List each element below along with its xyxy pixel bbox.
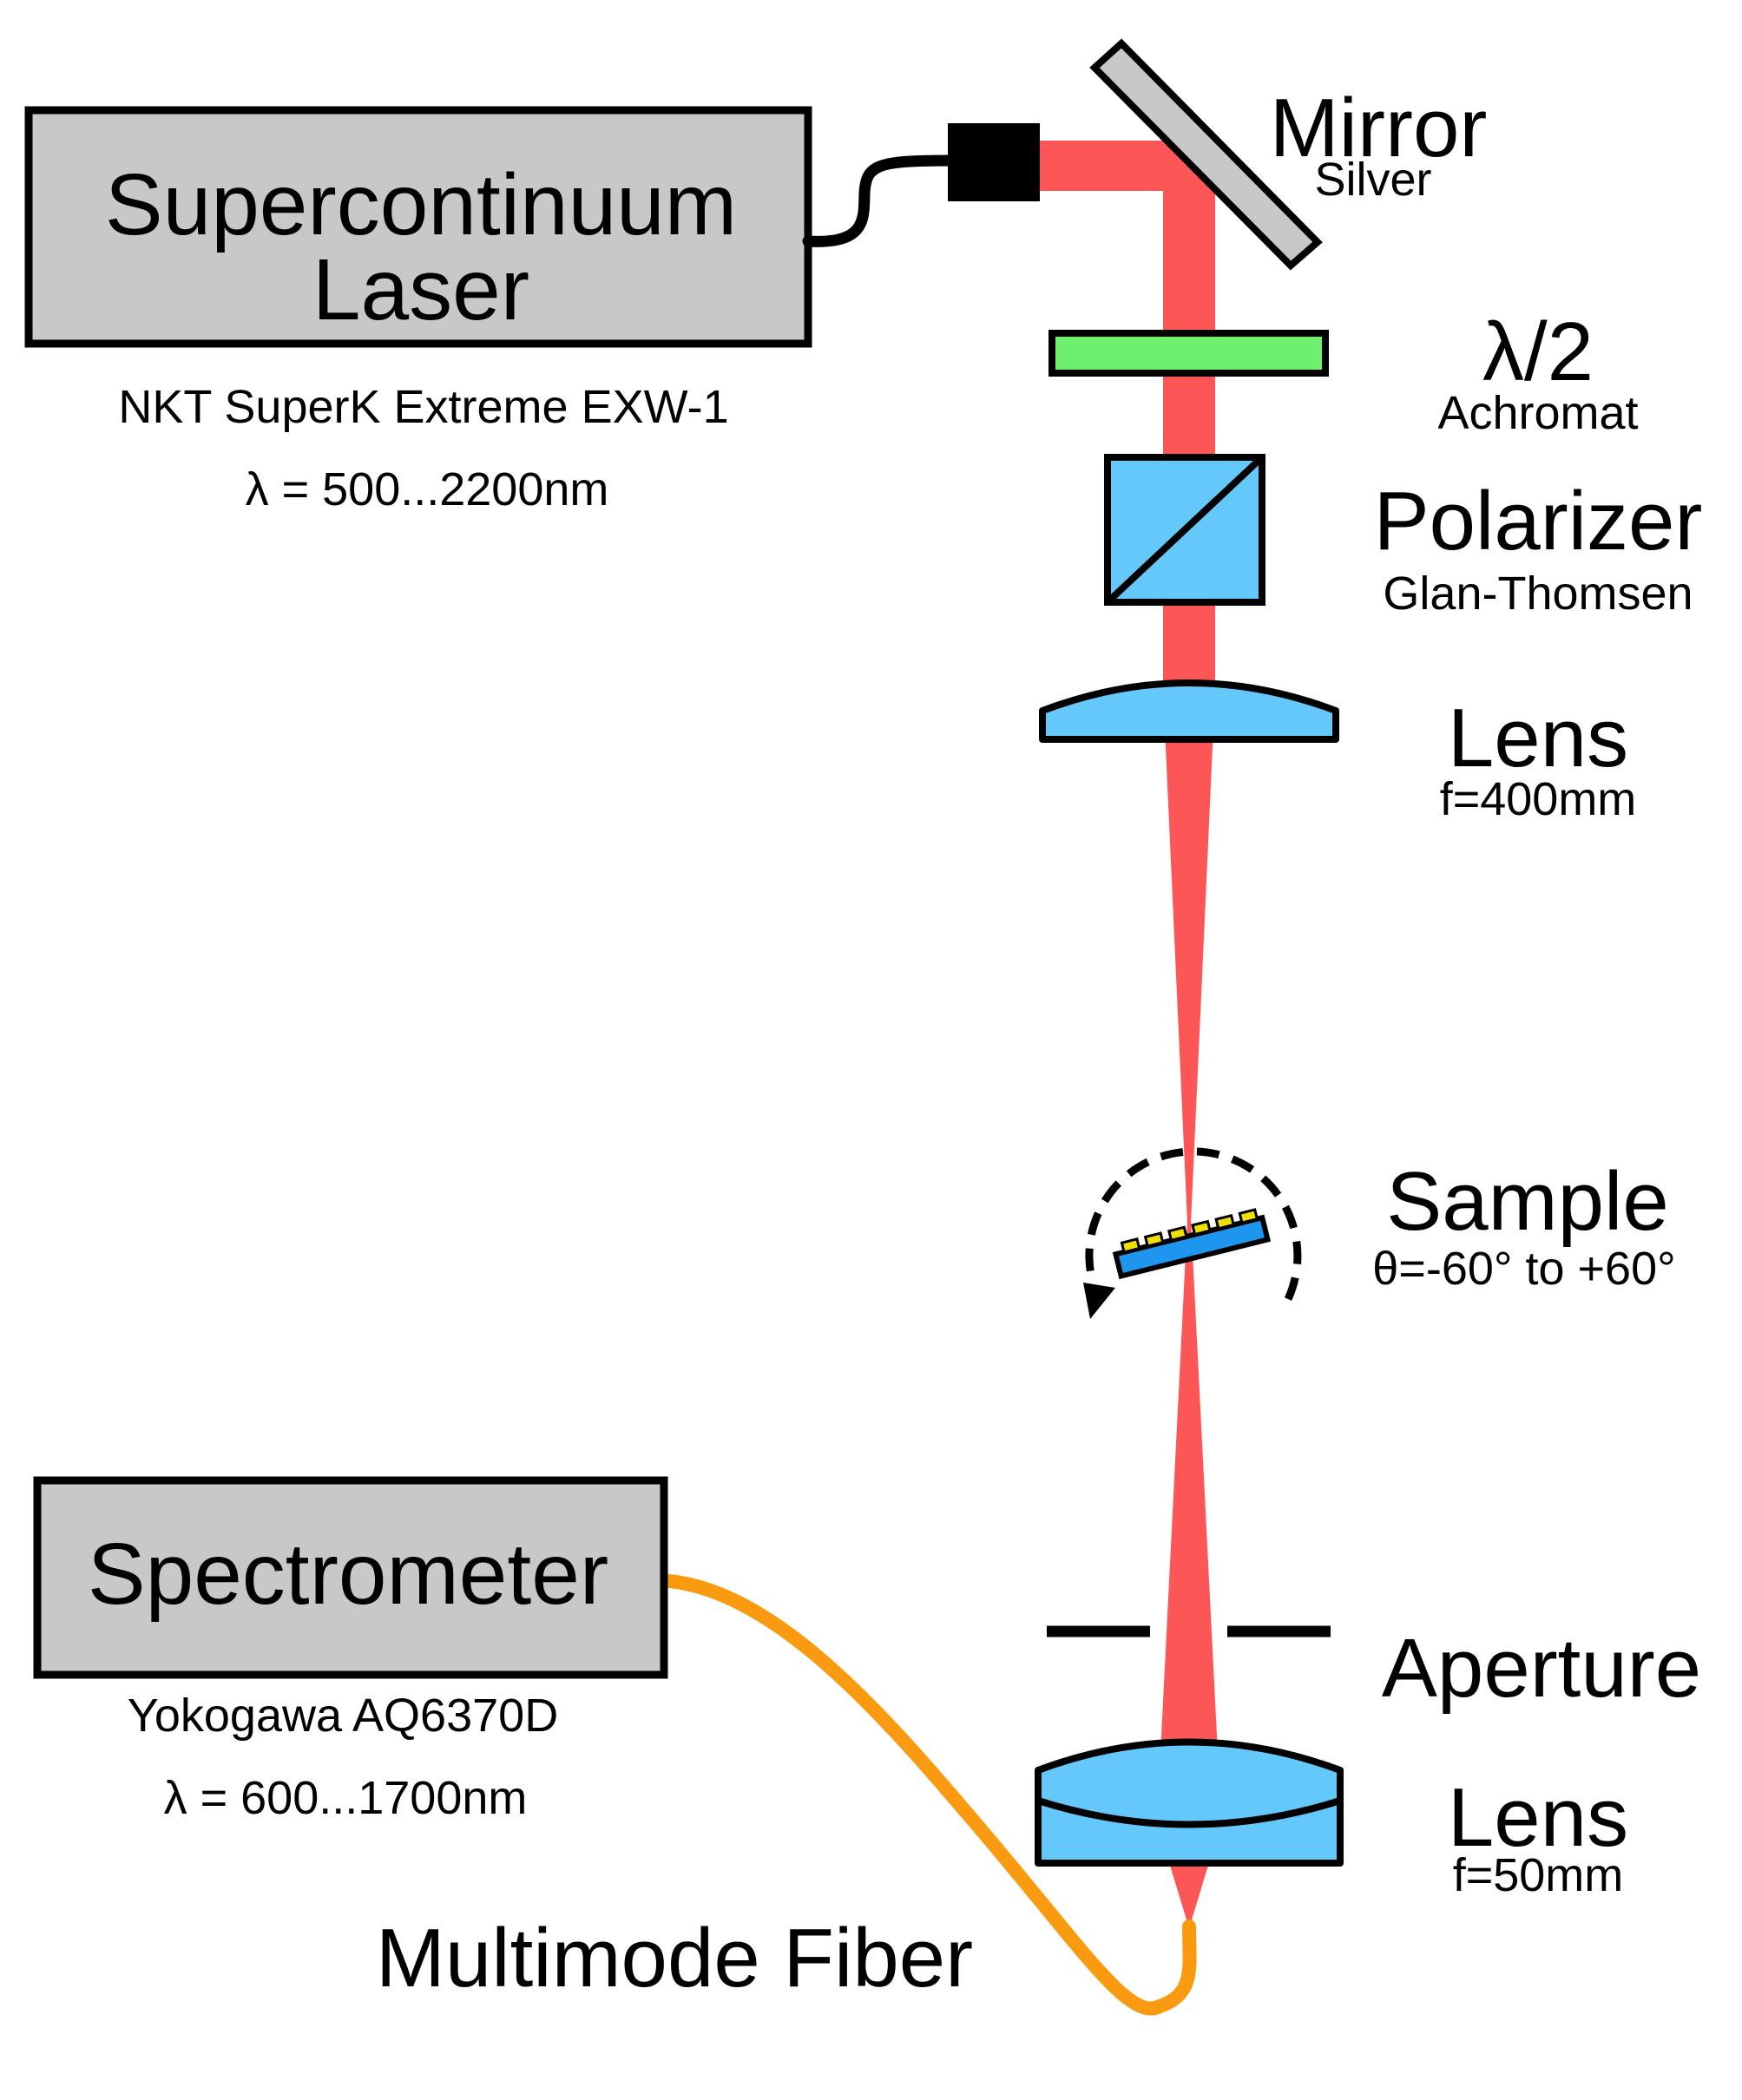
lens-1-label: Lens	[1448, 692, 1628, 784]
beam-converging	[1163, 690, 1215, 1224]
sample-nanostructures	[1120, 1208, 1259, 1254]
aperture: Aperture	[1047, 1622, 1701, 1715]
polarizer: Polarizer Glan-Thomsen	[1104, 454, 1703, 620]
laser-cable	[802, 154, 956, 247]
laser-title-line2: Laser	[312, 241, 529, 338]
rotation-arrowhead-icon	[1083, 1283, 1115, 1319]
mirror-plate	[1089, 38, 1323, 271]
lens-1: Lens f=400mm	[1039, 679, 1637, 825]
nanostructure	[1191, 1219, 1212, 1237]
nanostructure	[1167, 1225, 1188, 1243]
lens-2-label: Lens	[1448, 1771, 1628, 1864]
lens-2-sublabel: f=50mm	[1453, 1849, 1624, 1901]
nanostructure	[1120, 1237, 1141, 1254]
spectrometer-title: Spectrometer	[88, 1526, 608, 1623]
beam-horizontal	[1040, 141, 1163, 191]
laser-model: NKT SuperK Extreme EXW-1	[118, 381, 728, 433]
laser-box	[24, 106, 812, 348]
fiber-connector-block	[948, 123, 1040, 201]
sample-chip	[1112, 1208, 1272, 1280]
lens-1-body	[1039, 679, 1339, 743]
laser-beam	[1040, 141, 1218, 1928]
multimode-fiber: Multimode Fiber	[376, 1574, 1197, 2016]
nanostructure	[1143, 1231, 1165, 1248]
sample: Sample θ=-60° to +60°	[1083, 1147, 1676, 1319]
fiber-label: Multimode Fiber	[376, 1912, 973, 2005]
laser-output-connector	[802, 123, 1040, 247]
lens-2-inner-curve	[1036, 1797, 1342, 1828]
mirror-label: Mirror	[1270, 82, 1488, 174]
lens-2: Lens f=50mm	[1035, 1738, 1628, 1901]
beam-vertical-collimated	[1163, 141, 1215, 692]
beam-to-fiber	[1165, 1848, 1213, 1928]
spectrometer-range: λ = 600...1700nm	[164, 1772, 528, 1824]
laser-source: Supercontinuum Laser NKT SuperK Extreme …	[24, 106, 812, 515]
lens-2-body	[1035, 1738, 1344, 1867]
spectrometer-box	[33, 1476, 668, 1679]
sample-label: Sample	[1386, 1155, 1669, 1248]
aperture-label: Aperture	[1382, 1622, 1701, 1715]
waveplate-label: λ/2	[1482, 305, 1594, 398]
beam-diverging	[1160, 1219, 1218, 1753]
polarizer-label: Polarizer	[1374, 475, 1703, 568]
rotation-arc-dashed	[1085, 1147, 1302, 1301]
polarizer-diagonal	[1105, 455, 1265, 605]
laser-title-line1: Supercontinuum	[105, 156, 737, 253]
fiber-cable	[662, 1574, 1197, 2016]
lens-1-sublabel: f=400mm	[1440, 773, 1637, 825]
sample-sublabel: θ=-60° to +60°	[1372, 1243, 1675, 1295]
nanostructure	[1214, 1213, 1236, 1230]
sample-substrate	[1112, 1214, 1272, 1280]
laser-range: λ = 500...2200nm	[246, 463, 609, 515]
polarizer-sublabel: Glan-Thomsen	[1383, 568, 1693, 620]
waveplate-body	[1048, 330, 1329, 377]
spectrometer: Spectrometer Yokogawa AQ6370D λ = 600...…	[33, 1476, 668, 1824]
half-wave-plate: λ/2 Achromat	[1048, 305, 1639, 439]
mirror-sublabel: Silver	[1314, 154, 1431, 206]
spectrometer-model: Yokogawa AQ6370D	[128, 1690, 558, 1742]
waveplate-sublabel: Achromat	[1437, 387, 1638, 439]
mirror: Mirror Silver	[1089, 38, 1488, 271]
nanostructure	[1238, 1208, 1259, 1224]
